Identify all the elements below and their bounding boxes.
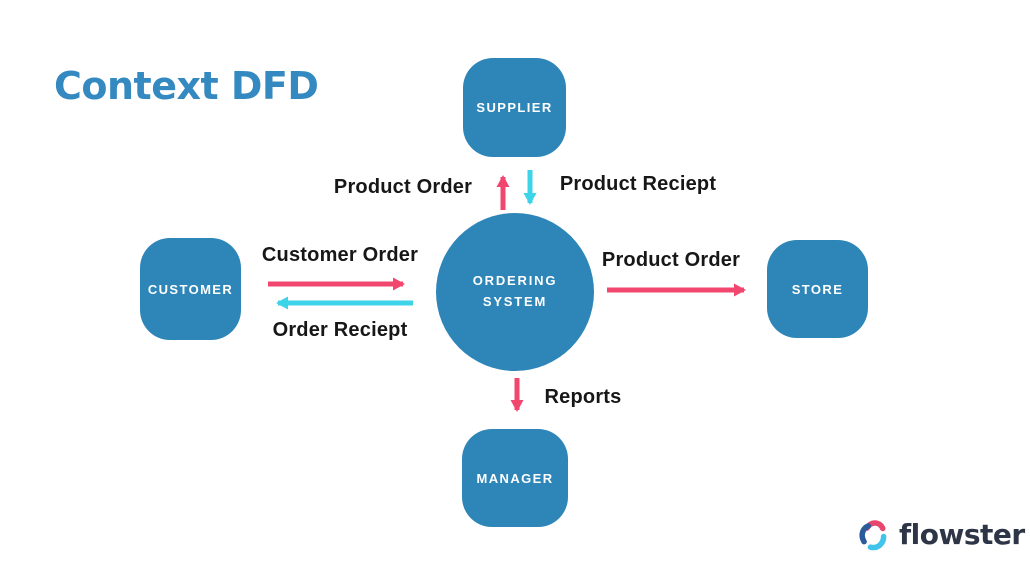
flow-label-product-order-store: Product Order (601, 249, 741, 271)
flowster-logo-text: flowster (899, 517, 1025, 551)
flow-label-customer-order: Customer Order (261, 244, 419, 266)
entity-customer: CUSTOMER (140, 238, 241, 340)
entity-manager: MANAGER (462, 429, 568, 527)
flowster-logo: flowster (856, 517, 1025, 551)
flow-label-product-reciept: Product Reciept (559, 173, 717, 195)
flow-label-reports: Reports (544, 386, 622, 408)
process-label-line1: ORDERING (472, 273, 558, 289)
entity-supplier: SUPPLIER (463, 58, 566, 157)
entity-manager-label: MANAGER (476, 470, 554, 486)
flow-label-product-order-supplier: Product Order (333, 176, 473, 198)
entity-supplier-label: SUPPLIER (476, 100, 553, 115)
page-title: Context DFD (54, 64, 319, 108)
flowster-logo-icon (859, 520, 887, 551)
process-ordering-system: ORDERING SYSTEM (436, 213, 594, 371)
entity-store: STORE (767, 240, 868, 338)
entity-store-label: STORE (791, 281, 844, 297)
entity-customer-label: CUSTOMER (147, 281, 234, 297)
process-label-line2: SYSTEM (482, 294, 548, 309)
flow-label-order-reciept: Order Reciept (272, 319, 408, 341)
